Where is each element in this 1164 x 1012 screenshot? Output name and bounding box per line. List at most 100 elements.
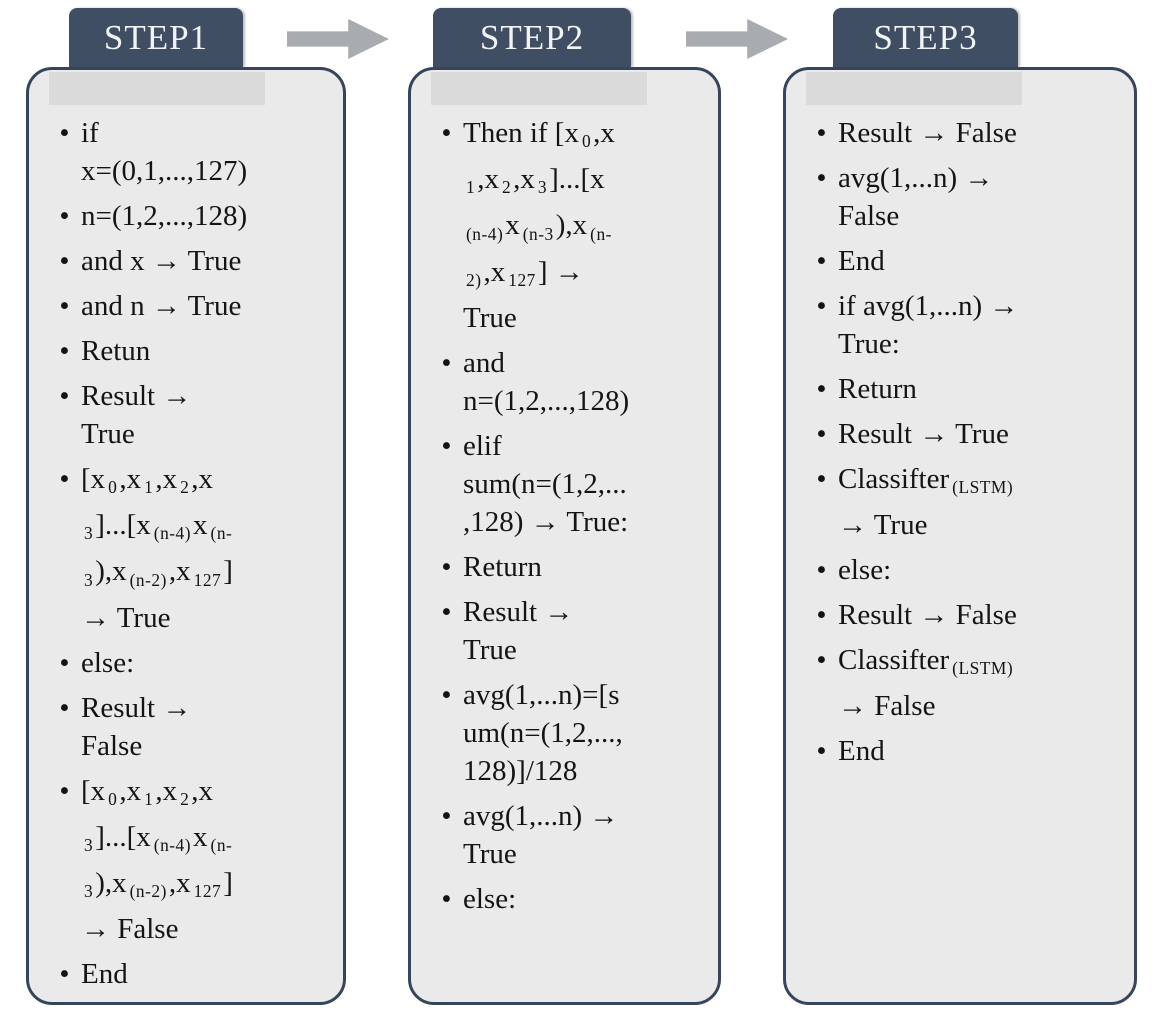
item-text: Result →True [463, 595, 574, 666]
bullet-icon: • [441, 346, 452, 379]
list-item: • avg(1,...n) →False [814, 159, 1122, 235]
item-text: and n → True [81, 290, 242, 322]
list-item: • Retun [57, 332, 331, 370]
list-item: • Result → True [814, 415, 1122, 453]
item-text: End [838, 245, 885, 277]
bullet-icon: • [441, 550, 452, 583]
header-highlight-band [431, 72, 647, 105]
bullet-icon: • [816, 373, 827, 405]
bullet-icon: • [816, 463, 827, 495]
bullet-icon: • [816, 554, 827, 587]
list-item: • if avg(1,...n) →True: [814, 287, 1122, 363]
list-item: • Return [814, 370, 1122, 408]
step2-header: STEP2 [433, 8, 631, 67]
bullet-icon: • [441, 595, 452, 628]
bullet-icon: • [59, 774, 70, 807]
list-item: • Return [439, 548, 706, 586]
bullet-icon: • [59, 958, 70, 991]
bullet-icon: • [59, 117, 70, 149]
bullet-icon: • [441, 117, 452, 149]
bullet-icon: • [59, 463, 70, 495]
item-text: Result → False [838, 117, 1017, 149]
item-text: Classifter(LSTM)→ False [838, 644, 1014, 723]
item-text: End [81, 958, 128, 991]
item-text: Result →False [81, 691, 192, 762]
item-text: n=(1,2,...,128) [81, 200, 248, 232]
list-item: •else: [439, 880, 706, 918]
list-item: • Result → False [814, 114, 1122, 152]
bullet-icon: • [59, 290, 70, 322]
bullet-icon: • [59, 245, 70, 277]
bullet-icon: • [816, 162, 827, 194]
bullet-icon: • [816, 117, 827, 149]
list-item: • Classifter(LSTM)→ True [814, 460, 1122, 544]
step3-header: STEP3 [833, 8, 1018, 67]
step3-panel: • Result → False • avg(1,...n) →False • End • i… [783, 67, 1137, 1005]
flow-arrow-right-icon [686, 19, 788, 59]
bullet-icon: • [441, 678, 452, 711]
bullet-icon: • [59, 335, 70, 367]
list-item: •Result →True [57, 377, 331, 453]
item-text: Retun [81, 335, 151, 367]
bullet-icon: • [59, 646, 70, 679]
bullet-icon: • [441, 429, 452, 462]
item-text: Result → False [838, 599, 1017, 632]
bullet-icon: • [59, 200, 70, 232]
item-text: if avg(1,...n) →True: [838, 290, 1019, 360]
item-text: End [838, 735, 885, 768]
bullet-icon: • [816, 644, 827, 677]
item-text: Result →True [81, 380, 192, 450]
list-item: • and n → True [57, 287, 331, 325]
bullet-icon: • [816, 735, 827, 768]
bullet-icon: • [816, 245, 827, 277]
list-item: • n=(1,2,...,128) [57, 197, 331, 235]
list-item: • else: [57, 644, 331, 682]
item-text: Classifter(LSTM)→ True [838, 463, 1014, 542]
item-text: avg(1,...n) →True [463, 799, 619, 870]
bullet-icon: • [816, 599, 827, 632]
item-text: else: [81, 646, 135, 679]
list-item: • Result → False [814, 596, 1122, 634]
bullet-icon: • [59, 691, 70, 724]
list-item: • End [814, 732, 1122, 770]
header-highlight-band [49, 72, 265, 105]
item-text: avg(1,...n) →False [838, 162, 994, 232]
list-item: • End [814, 242, 1122, 280]
item-text: Return [838, 373, 917, 405]
item-text: and x → True [81, 245, 242, 277]
list-item: • End [57, 955, 331, 993]
list-item: • Result →True [439, 593, 706, 669]
flow-arrow-right-icon [287, 19, 389, 59]
list-item: • else: [814, 551, 1122, 589]
bullet-icon: • [816, 418, 827, 450]
item-text: else: [463, 882, 517, 915]
item-text: else: [838, 554, 892, 587]
list-item: • Classifter(LSTM)→ False [814, 641, 1122, 725]
bullet-icon: • [441, 799, 452, 832]
step1-header: STEP1 [69, 8, 243, 67]
list-item: • avg(1,...n) →True [439, 797, 706, 873]
bullet-icon: • [816, 290, 827, 322]
item-text: Return [463, 550, 542, 583]
header-highlight-band [806, 72, 1022, 105]
item-text: Result → True [838, 418, 1009, 450]
